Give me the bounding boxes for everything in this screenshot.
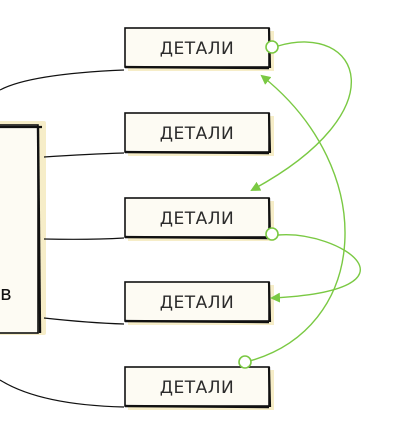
detail-button-5-label: ДЕТАЛИ xyxy=(160,378,235,398)
detail-button-3-label: ДЕТАЛИ xyxy=(160,209,235,229)
detail-button-2[interactable]: ДЕТАЛИ xyxy=(124,112,274,156)
detail-button-4[interactable]: ДЕТАЛИ xyxy=(124,281,274,325)
flow-origin-circle xyxy=(265,40,279,54)
flow-arrow-1-to-3 xyxy=(250,41,352,191)
main-box-label: в xyxy=(0,281,12,305)
flow-origin-circle xyxy=(265,227,279,241)
connector-line-4 xyxy=(43,317,125,325)
flow-arrows xyxy=(245,41,361,363)
detail-button-1-label: ДЕТАЛИ xyxy=(160,39,235,59)
flow-arrow-3-to-4 xyxy=(270,234,361,303)
flow-origin-circle xyxy=(238,355,252,369)
detail-button-2-label: ДЕТАЛИ xyxy=(160,124,235,144)
connector-line-3 xyxy=(43,237,125,240)
detail-button-4-label: ДЕТАЛИ xyxy=(160,293,235,313)
connector-line-5 xyxy=(0,379,125,408)
detail-button-1[interactable]: ДЕТАЛИ xyxy=(124,27,274,71)
connector-line-2 xyxy=(43,152,125,158)
flow-origins xyxy=(238,40,279,369)
detail-button-3[interactable]: ДЕТАЛИ xyxy=(124,197,274,241)
main-box: в xyxy=(0,121,46,335)
flow-arrow-5-to-1 xyxy=(245,74,346,363)
detail-button-5[interactable]: ДЕТАЛИ xyxy=(124,366,274,410)
connector-line-1 xyxy=(0,69,125,91)
connector-lines xyxy=(0,69,125,408)
